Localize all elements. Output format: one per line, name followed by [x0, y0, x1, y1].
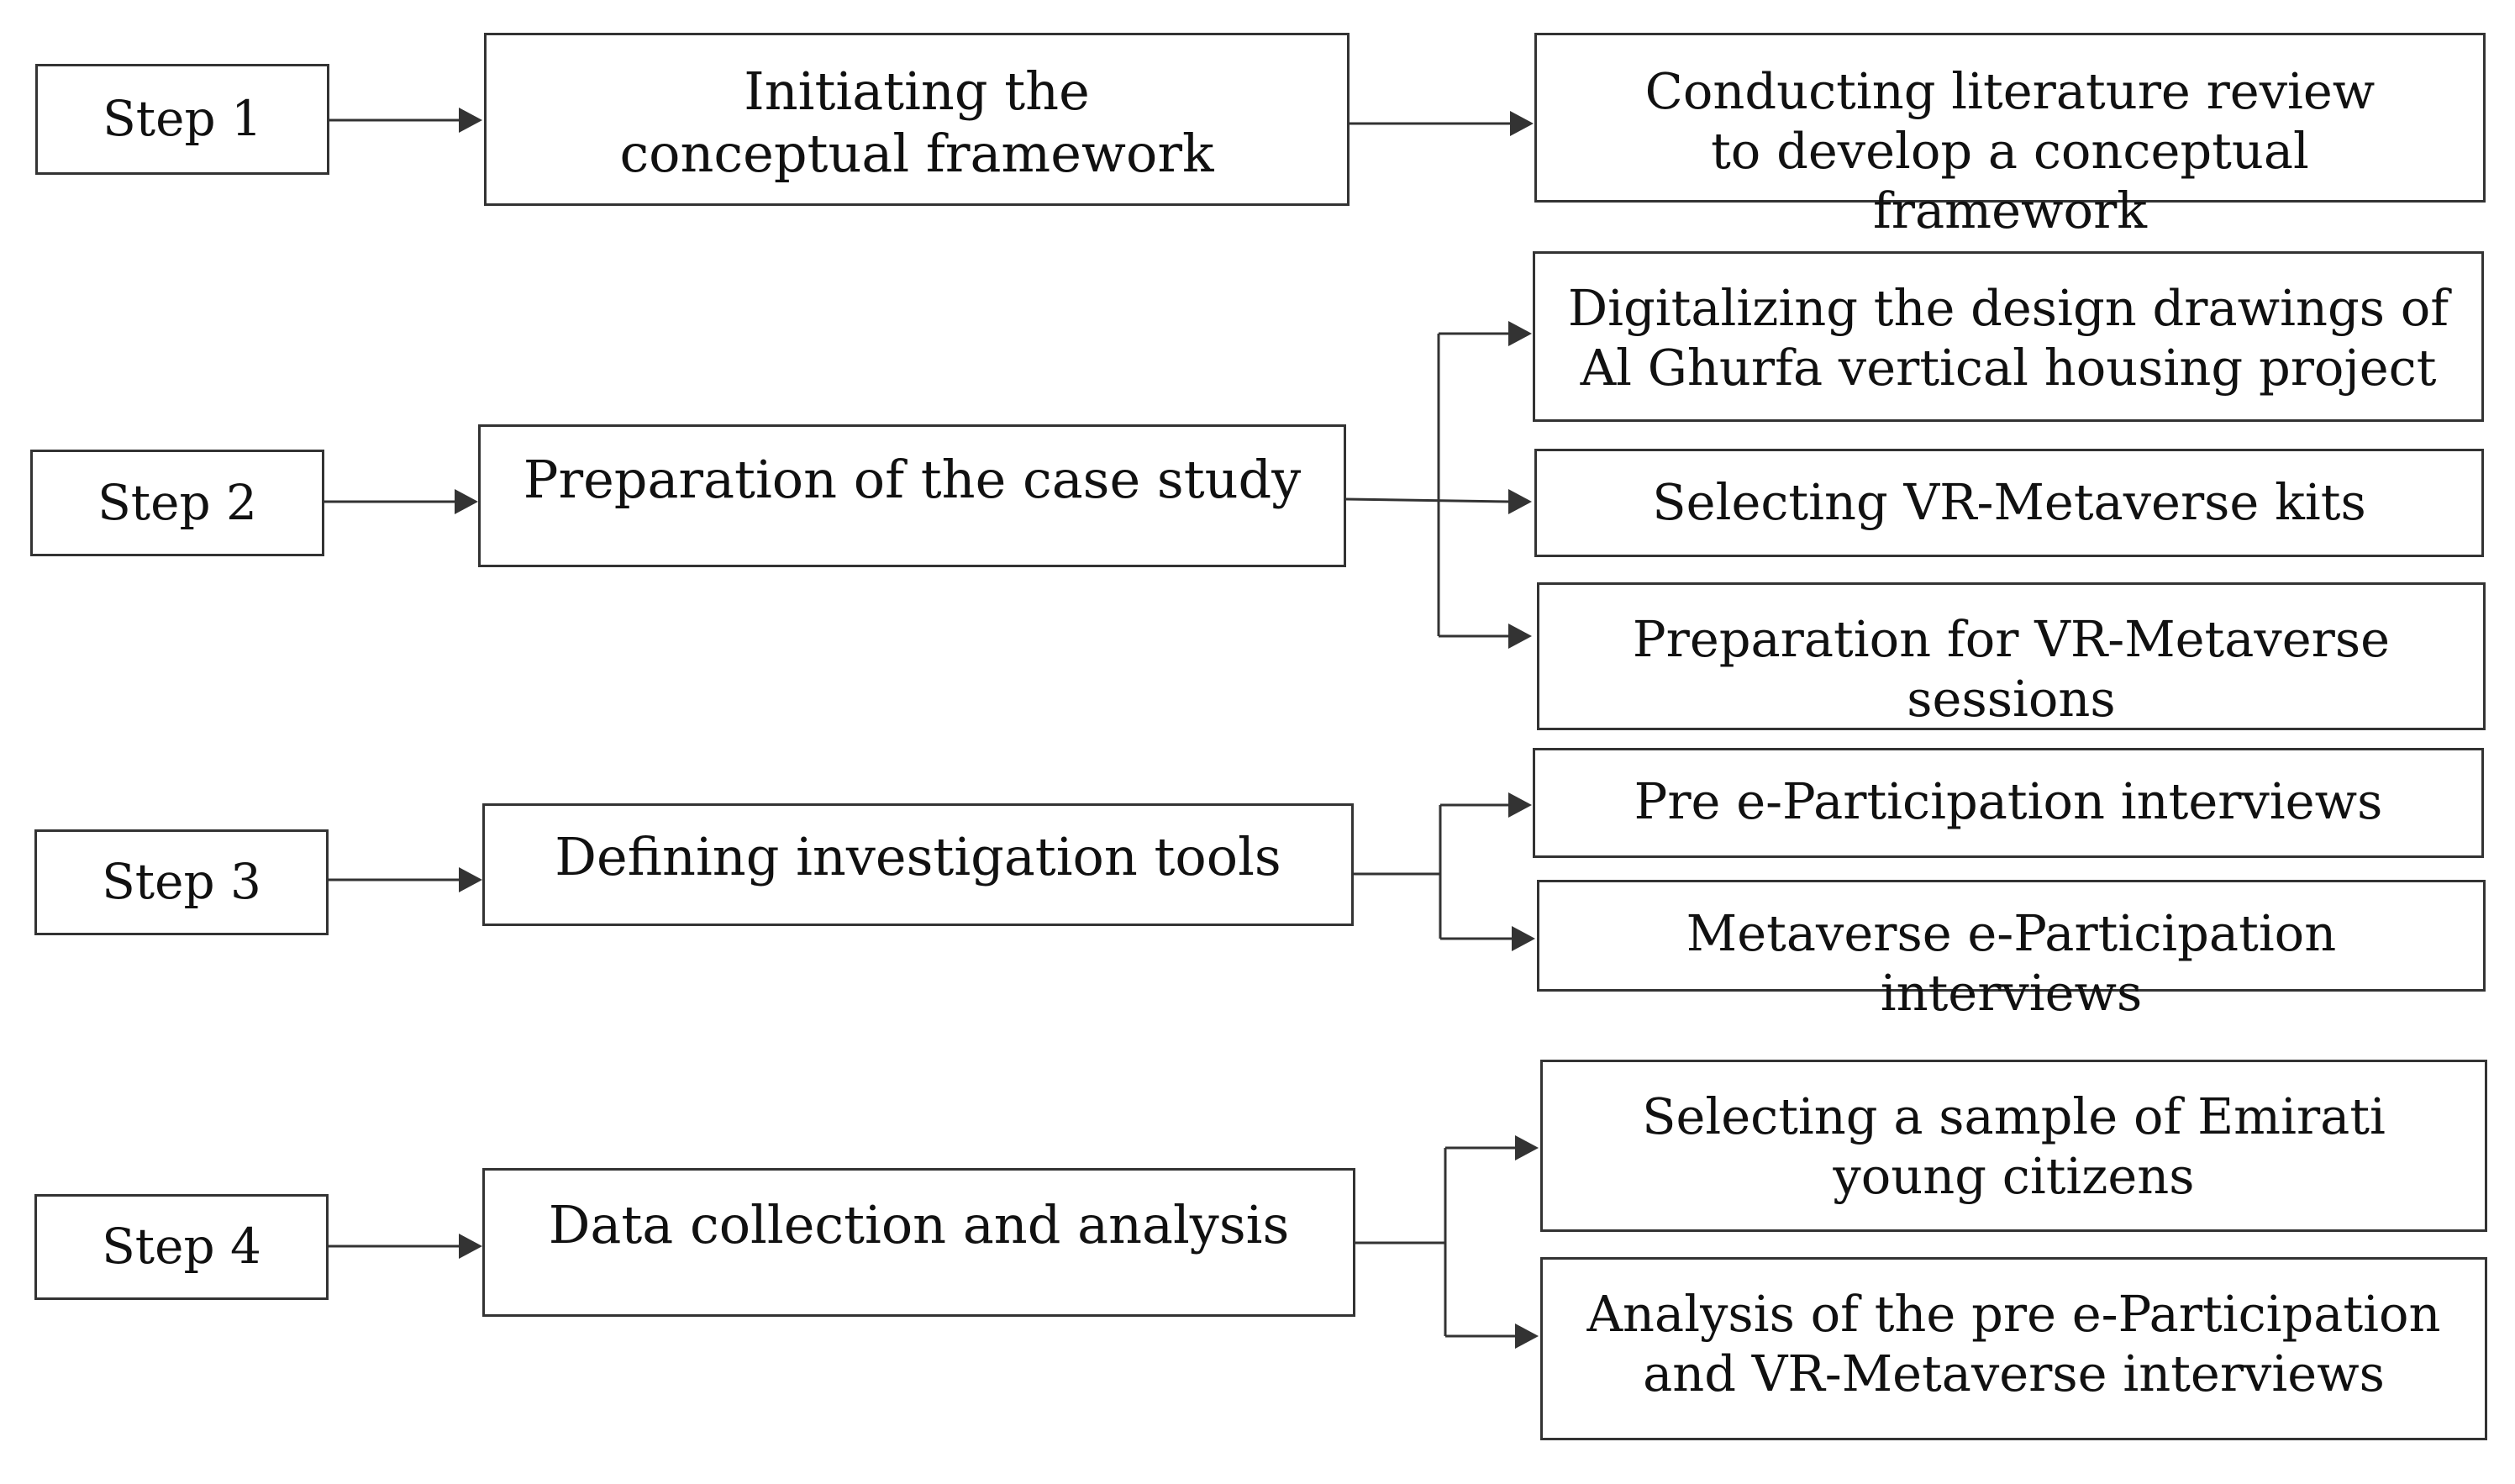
step-2-label: Step 2: [97, 473, 257, 531]
step-4-phase-box: Data collection and analysis: [482, 1168, 1355, 1317]
step-3-phase-text: Defining investigation tools: [555, 826, 1281, 887]
step-1-phase-box: Initiating the conceptual framework: [484, 33, 1350, 206]
step-3-task-2-box: Metaverse e-Participation interviews: [1537, 880, 2486, 1022]
step-4-box: Step 4: [34, 1194, 329, 1300]
step-1-task-1-box: Conducting literature review to develop …: [1534, 33, 2486, 239]
step-4-task-2-text: Analysis of the pre e-Participation and …: [1586, 1285, 2441, 1402]
step-2-task-2-text: Selecting VR-Metaverse kits: [1652, 473, 2366, 531]
step-3-label: Step 3: [102, 853, 261, 911]
step-2-task-1-text: Digitalizing the design drawings of Al G…: [1567, 279, 2449, 397]
step-3-box: Step 3: [34, 829, 329, 935]
step-2-task-1-box: Digitalizing the design drawings of Al G…: [1533, 251, 2484, 422]
arrowhead-phase-3-task-1: [1508, 792, 1532, 818]
arrowhead-phase-2-task-2: [1508, 489, 1532, 514]
arrowhead-step-3-phase: [459, 867, 482, 892]
step-2-task-3-box: Preparation for VR-Metaverse sessions: [1537, 582, 2486, 730]
step-4-label: Step 4: [102, 1218, 261, 1276]
step-2-task-3-text: Preparation for VR-Metaverse sessions: [1632, 610, 2391, 728]
arrowhead-phase-4-task-1: [1515, 1135, 1539, 1160]
step-1-label: Step 1: [103, 90, 262, 148]
step-3-task-2-text: Metaverse e-Participation interviews: [1686, 904, 2337, 1022]
arrowhead-step-4-phase: [459, 1234, 482, 1259]
arrowhead-phase-2-task-1: [1508, 321, 1532, 346]
step-4-task-2-box: Analysis of the pre e-Participation and …: [1540, 1257, 2487, 1440]
step-1-box: Step 1: [35, 64, 329, 175]
step-4-task-1-text: Selecting a sample of Emirati young citi…: [1642, 1087, 2386, 1205]
connector-phase-2-trunk: [1345, 497, 1511, 503]
step-2-phase-box: Preparation of the case study: [478, 424, 1346, 567]
arrowhead-phase-3-task-2: [1512, 926, 1535, 951]
step-2-task-2-box: Selecting VR-Metaverse kits: [1534, 449, 2484, 557]
arrowhead-phase-2-task-3: [1508, 624, 1532, 649]
step-2-phase-text: Preparation of the case study: [523, 449, 1302, 510]
step-4-phase-text: Data collection and analysis: [548, 1194, 1290, 1255]
arrowhead-step-2-phase: [455, 489, 478, 514]
step-3-task-1-text: Pre e-Participation interviews: [1634, 772, 2383, 830]
step-2-box: Step 2: [30, 450, 324, 556]
step-4-task-1-box: Selecting a sample of Emirati young citi…: [1540, 1060, 2487, 1232]
arrowhead-step-1-phase: [459, 108, 482, 133]
step-3-task-1-box: Pre e-Participation interviews: [1533, 748, 2484, 858]
step-1-phase-text: Initiating the conceptual framework: [619, 61, 1214, 185]
step-3-phase-box: Defining investigation tools: [482, 803, 1354, 926]
arrowhead-phase-4-task-2: [1515, 1323, 1539, 1349]
arrowhead-phase-1-task: [1510, 111, 1534, 136]
step-1-task-1-text: Conducting literature review to develop …: [1644, 62, 2376, 239]
